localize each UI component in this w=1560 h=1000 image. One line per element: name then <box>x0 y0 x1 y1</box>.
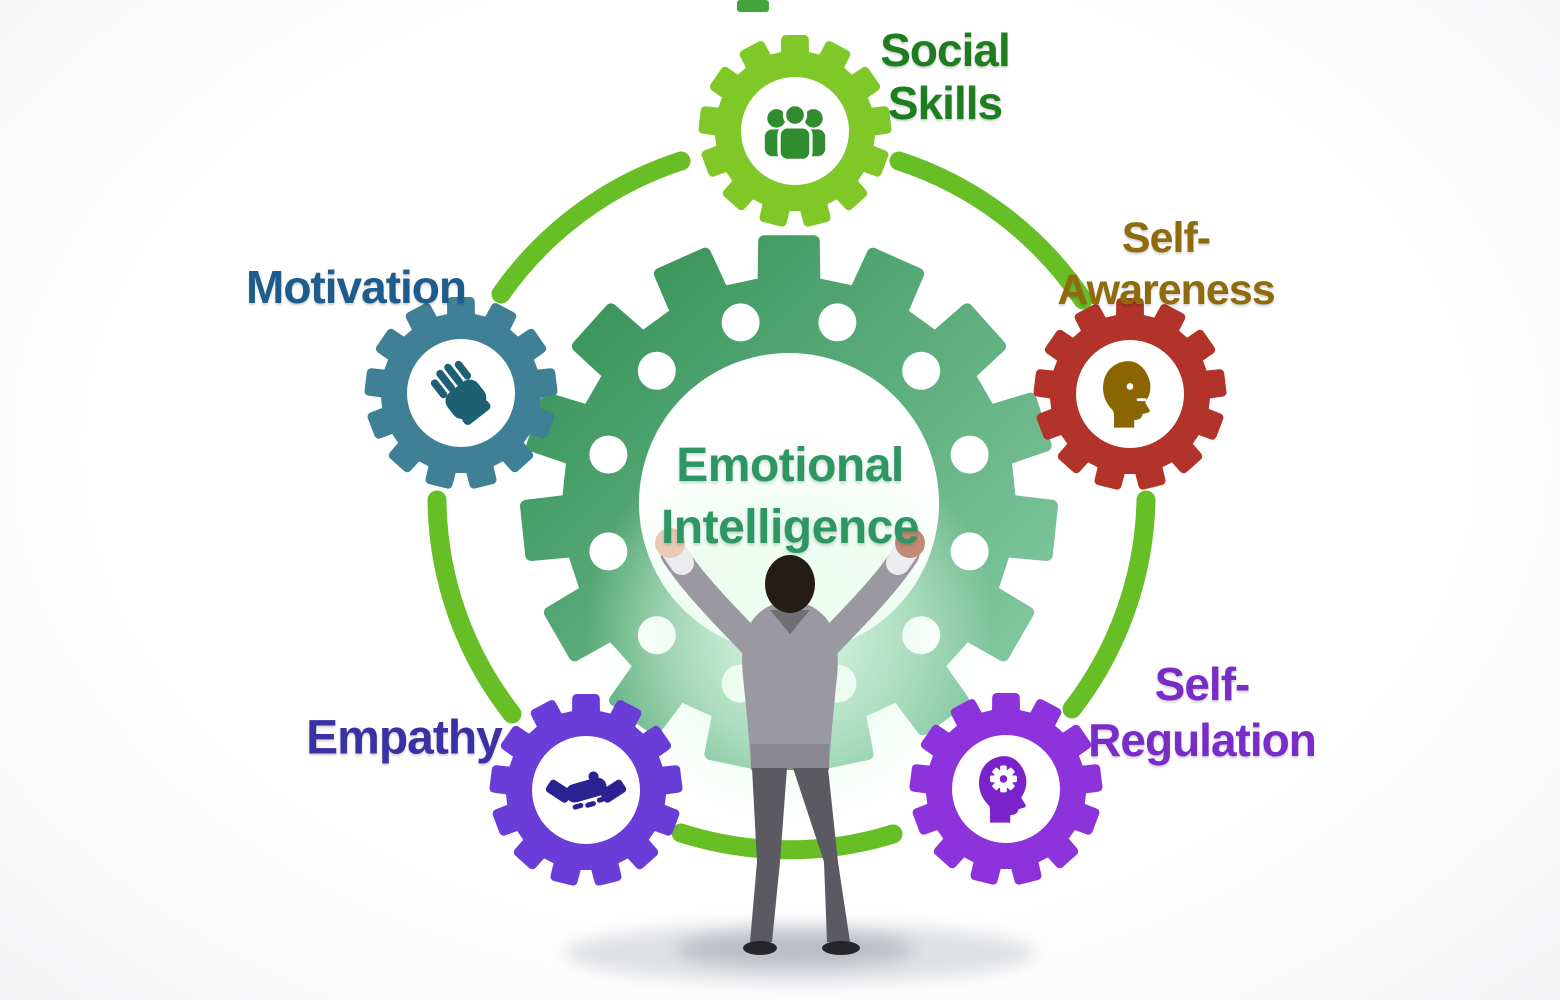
center-gear-hole <box>637 351 676 390</box>
left-shoe <box>743 941 777 955</box>
factor-gear-empathy <box>489 694 683 886</box>
right-leg <box>793 768 850 942</box>
right-shoe <box>822 941 860 955</box>
center-gear-hole <box>589 435 628 474</box>
jacket-shading <box>751 744 829 770</box>
factor-gear-self-regulation <box>909 693 1103 885</box>
left-leg <box>750 768 787 942</box>
center-gear-hole <box>721 303 760 342</box>
ring-arc-left <box>427 490 522 724</box>
businessman-figure <box>565 528 1035 983</box>
ring-arc-upper-right <box>889 151 1093 310</box>
collar <box>770 610 810 634</box>
factor-gears <box>364 35 1227 886</box>
center-gear-hole <box>902 351 941 390</box>
left-fist <box>655 528 685 558</box>
head <box>765 555 815 613</box>
center-gear-hole <box>818 303 857 342</box>
floor-shadow-inner <box>675 931 915 967</box>
right-fist <box>895 528 925 558</box>
factor-gear-social-skills <box>698 35 892 227</box>
center-gear-hole <box>950 435 989 474</box>
connector-ring <box>427 151 1156 860</box>
factor-gear-motivation <box>364 297 558 489</box>
factor-gear-self-awareness <box>1033 298 1227 490</box>
ring-arc-bottom <box>671 823 903 860</box>
people-group-icon <box>763 102 827 163</box>
ring-arc-upper-left <box>491 151 691 304</box>
ring-arc-right <box>1062 490 1156 719</box>
suit-jacket <box>742 602 838 770</box>
top-edge-gear-fragment <box>737 0 769 12</box>
